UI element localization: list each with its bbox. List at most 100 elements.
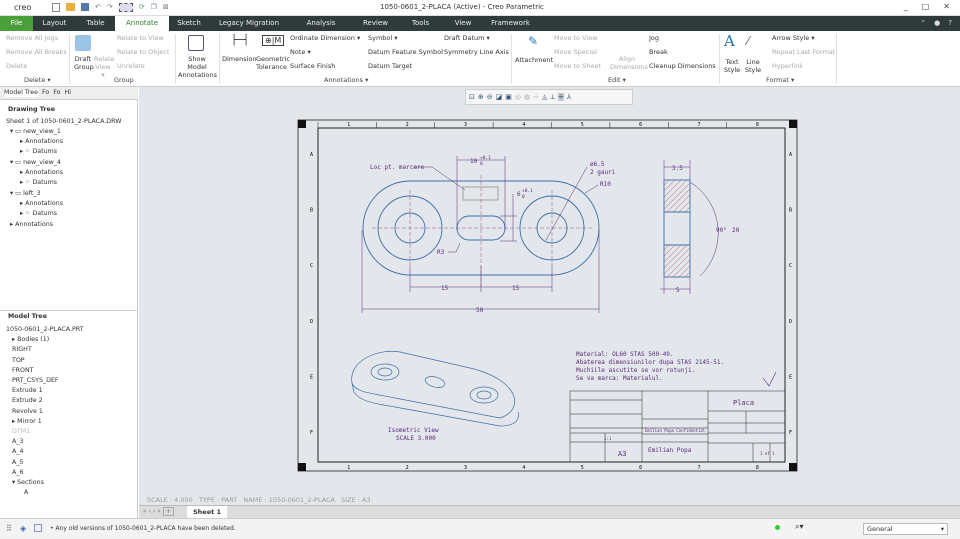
tab-folder-browser[interactable]: Fo (42, 89, 50, 96)
select-box-icon[interactable] (118, 3, 133, 12)
tab-framework[interactable]: Framework (491, 19, 530, 27)
maximize-button[interactable]: □ (921, 2, 930, 11)
close-button[interactable]: ✕ (943, 2, 950, 11)
tab-layout[interactable]: Layout (42, 19, 67, 27)
datum-display-icon[interactable]: ⁘ (533, 93, 539, 101)
tab-view[interactable]: View (454, 19, 472, 27)
model-tree-item[interactable]: A_5 (12, 458, 24, 466)
ordinate-dimension-button[interactable]: Ordinate Dimension ▾ (290, 34, 361, 42)
windows-icon[interactable]: ❐ (150, 3, 157, 11)
annotation-display-icon[interactable]: ◬ (541, 93, 548, 101)
tab-analysis[interactable]: Analysis (306, 19, 336, 27)
open-icon[interactable] (66, 3, 75, 11)
remove-all-breaks-button[interactable]: Remove All Breaks (6, 48, 67, 56)
geometric-tolerance-button[interactable]: Geometric Tolerance (256, 55, 290, 71)
tree-item[interactable]: ▸ Annotations (20, 138, 63, 145)
tree-item[interactable]: ▸ Annotations (20, 169, 63, 176)
relate-view-button[interactable]: Relate View ▾ (94, 55, 115, 79)
attachment-button[interactable]: Attachment (515, 56, 554, 64)
edit-group-label[interactable]: Edit ▾ (608, 76, 626, 84)
tab-model-tree[interactable]: Model Tree (4, 89, 39, 97)
model-tree-item[interactable]: A_3 (12, 438, 24, 446)
model-tree-item[interactable]: ▸ Bodies (1) (12, 336, 50, 344)
model-tree-item[interactable]: Extrude 2 (12, 397, 43, 405)
tree-item[interactable]: ▸ Annotations (10, 221, 53, 228)
tab-review[interactable]: Review (363, 19, 388, 27)
regenerate-icon[interactable]: ⟳ (138, 3, 145, 11)
format-group-label[interactable]: Format ▾ (766, 76, 795, 84)
model-tree-header[interactable]: Model Tree (8, 313, 47, 320)
tree-item[interactable]: ▸ Annotations (20, 200, 63, 207)
tab-sketch[interactable]: Sketch (177, 19, 201, 27)
annotations-group-label[interactable]: Annotations ▾ (324, 76, 369, 84)
move-to-view-button[interactable]: Move to View (554, 34, 598, 42)
minimize-button[interactable]: _ (903, 2, 908, 11)
model-tree-item[interactable]: A_4 (12, 448, 24, 456)
tree-item[interactable]: Sheet 1 of 1050-0601_2-PLACA.DRW (6, 118, 122, 125)
model-tree-item[interactable]: RIGHT (12, 346, 32, 354)
new-icon[interactable] (52, 3, 60, 12)
axis-display-icon[interactable]: ⟂ (550, 93, 556, 101)
find-icon[interactable]: ⌕▾ (795, 522, 804, 531)
zoom-out-icon[interactable]: ⊖ (486, 93, 493, 101)
tree-item[interactable]: ▾ ▭ new_view_1 (10, 128, 61, 135)
symmetry-line-axis-button[interactable]: Symmetry Line Axis (444, 48, 509, 56)
tree-toggle-icon[interactable]: ⠿ (6, 524, 12, 533)
user-icon[interactable]: ● (934, 19, 941, 27)
collapse-ribbon-icon[interactable]: ⌃ (920, 19, 927, 27)
datum-feature-symbol-button[interactable]: Datum Feature Symbol (368, 48, 443, 56)
point-display-icon[interactable]: ⁜ (558, 93, 564, 101)
unrelate-button[interactable]: Unrelate (117, 62, 145, 70)
tab-table[interactable]: Table (86, 19, 105, 27)
tree-item[interactable]: ▾ ▭ left_3 (10, 190, 41, 197)
draft-datum-button[interactable]: Draft Datum ▾ (444, 34, 490, 42)
delete-button[interactable]: Delete (6, 62, 28, 70)
model-tree-item[interactable]: ▸ Mirror 1 (12, 417, 42, 425)
tab-tools[interactable]: Tools (411, 19, 430, 27)
model-tree-item[interactable]: ▾ Sections (12, 479, 44, 486)
surface-finish-button[interactable]: Surface Finish (290, 62, 336, 70)
model-tree-item[interactable]: Revolve 1 (12, 407, 43, 415)
fullscreen-icon[interactable] (34, 524, 42, 532)
tab-favorites[interactable]: Fo (53, 89, 61, 96)
move-special-button[interactable]: Move Special (554, 48, 597, 56)
model-tree-item[interactable]: A (24, 489, 29, 497)
model-tree-item[interactable]: A_6 (12, 468, 24, 476)
tree-item[interactable]: ▸ ⁘ Datums (20, 210, 58, 217)
help-icon[interactable]: ? (948, 19, 952, 27)
align-dimensions-button[interactable]: Align Dimensions (610, 55, 648, 71)
tree-item[interactable]: ▸ ⁘ Datums (20, 179, 58, 186)
drawing-tree-header[interactable]: Drawing Tree (8, 106, 55, 113)
symbol-button[interactable]: Symbol ▾ (368, 34, 398, 42)
hyperlink-button[interactable]: Hyperlink (772, 62, 804, 70)
text-style-button[interactable]: Text Style (723, 58, 741, 74)
redo-icon[interactable]: ↷ (106, 3, 113, 11)
cleanup-dimensions-button[interactable]: Cleanup Dimensions (649, 62, 716, 70)
save-icon[interactable] (81, 3, 89, 11)
quick-access-toolbar[interactable]: ↶ ↷ ⟳ ❐ ⊠ (52, 3, 207, 13)
model-tree-item[interactable]: DTM1 (12, 428, 31, 435)
tree-item[interactable]: ▾ ▭ new_view_4 (10, 159, 61, 166)
selection-filter-dropdown[interactable]: General▾ (863, 523, 948, 535)
relate-to-view-button[interactable]: Relate to View (117, 34, 164, 42)
repaint-icon[interactable]: ◪ (495, 93, 503, 101)
show-model-annotations-button[interactable]: Show Model Annotations (178, 55, 218, 79)
browser-icon[interactable]: ◈ (20, 524, 27, 533)
tab-file[interactable]: File (0, 16, 33, 31)
zoom-in-icon[interactable]: ⊕ (477, 93, 484, 101)
model-tree-item[interactable]: FRONT (12, 366, 34, 374)
dimension-button[interactable]: Dimension (222, 55, 257, 63)
display-style-icon[interactable]: ▣ (505, 93, 512, 101)
note-button[interactable]: Note ▾ (290, 48, 311, 56)
tab-history[interactable]: Hi (64, 89, 72, 96)
view-icon[interactable]: ◎ (514, 93, 521, 101)
sheet-navigation[interactable]: « ‹ › » + (143, 507, 174, 516)
remove-all-jogs-button[interactable]: Remove All Jogs (6, 34, 58, 42)
datum-target-button[interactable]: Datum Target (368, 62, 413, 70)
line-style-button[interactable]: Line Style (744, 58, 762, 74)
tab-legacy-migration[interactable]: Legacy Migration (218, 19, 280, 27)
move-to-sheet-button[interactable]: Move to Sheet (554, 62, 601, 70)
add-sheet-button[interactable]: + (162, 507, 174, 516)
refit-icon[interactable]: ⊡ (469, 93, 475, 101)
csys-display-icon[interactable]: ⅄ (566, 93, 572, 101)
